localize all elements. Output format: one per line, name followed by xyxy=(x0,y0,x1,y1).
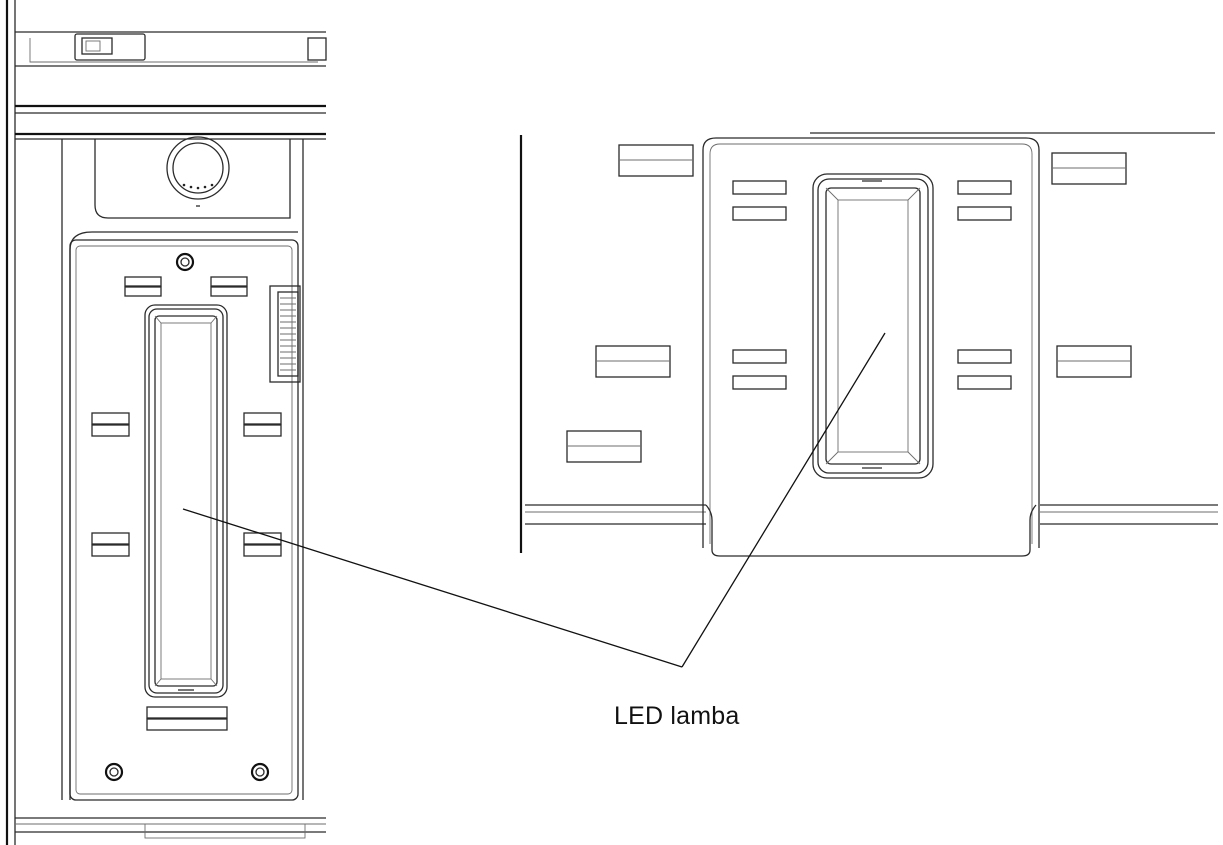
led-lamp-left xyxy=(144,304,228,698)
callout-leader-lines xyxy=(182,332,886,668)
left-view-full-panel xyxy=(5,0,327,845)
led-lamp-label: LED lamba xyxy=(614,702,740,730)
screw-icon xyxy=(104,762,124,782)
led-lamp-right xyxy=(812,173,934,479)
right-view-detail xyxy=(519,132,1218,557)
connector-grill-lines xyxy=(280,297,296,371)
screw-icon xyxy=(250,762,270,782)
